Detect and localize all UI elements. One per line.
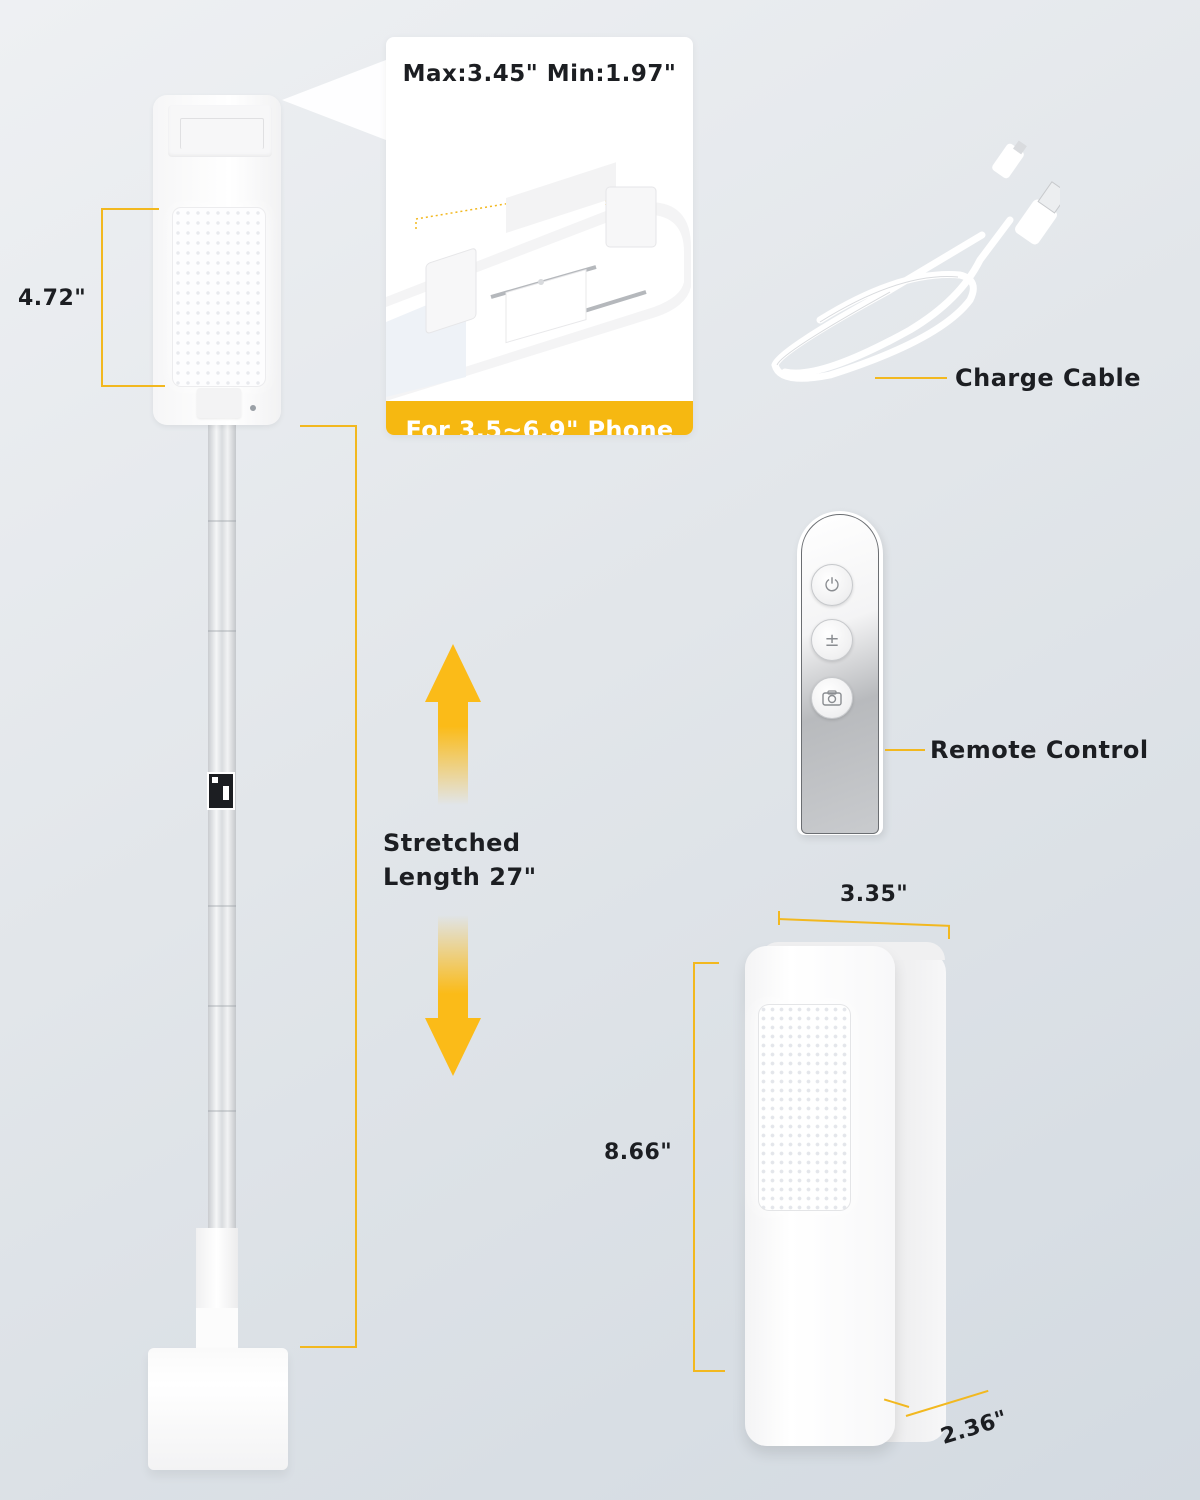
pole-sleeve (196, 1228, 238, 1308)
leader-line (885, 749, 925, 751)
dimension-line (300, 425, 357, 427)
arrow-down-icon (425, 1018, 481, 1076)
box-height-label: 8.66" (604, 1140, 673, 1165)
callout-pointer (282, 60, 386, 140)
stand-base (148, 1348, 288, 1470)
phone-size-label: For 3.5~6.9" Phone (405, 416, 674, 435)
pole-joint (208, 630, 236, 632)
arrow-up-icon (438, 700, 468, 805)
base-slot (196, 1308, 238, 1348)
stretched-line-2: Length 27" (383, 863, 537, 891)
pole-joint (208, 1110, 236, 1112)
dimension-line (693, 962, 695, 1372)
camera-icon (822, 690, 842, 706)
pole-joint (208, 520, 236, 522)
indicator-dot (250, 405, 256, 411)
panel-height-label: 4.72" (18, 286, 87, 311)
dimension-line (693, 1370, 725, 1372)
plus-minus-icon: ± (824, 629, 840, 651)
box-width-label: 3.35" (840, 882, 909, 907)
qr-label (207, 772, 235, 810)
shutter-button[interactable] (811, 677, 853, 719)
remote-control-label: Remote Control (930, 736, 1149, 764)
remote-face (801, 514, 879, 834)
dimension-line (300, 1346, 357, 1348)
head-hinge (197, 388, 241, 418)
dimension-line (693, 962, 719, 964)
arrow-down-icon (438, 915, 468, 1020)
stretched-length-label: Stretched Length 27" (383, 826, 537, 894)
led-panel (173, 208, 265, 386)
phone-clip (168, 105, 272, 157)
box-depth-label: 2.36" (938, 1406, 1011, 1450)
clip-range-label: Max:3.45" Min:1.97" (402, 61, 677, 87)
charge-cable-image (771, 140, 1060, 382)
telescopic-pole (208, 420, 236, 1232)
power-button[interactable]: ⏻ (811, 564, 853, 606)
brightness-button[interactable]: ± (811, 619, 853, 661)
phone-clip-jaw (180, 118, 264, 149)
dimension-line (101, 208, 103, 386)
phone-clip-closeup-image (386, 162, 691, 401)
folded-led-panel (759, 1005, 850, 1210)
leader-line (875, 377, 947, 379)
pole-joint (208, 905, 236, 907)
power-icon: ⏻ (824, 574, 840, 596)
arrow-up-icon (425, 644, 481, 702)
phone-size-banner: For 3.5~6.9" Phone (386, 401, 693, 435)
pole-joint (208, 1005, 236, 1007)
dimension-line (777, 918, 950, 927)
dimension-line (948, 925, 950, 939)
stretched-line-1: Stretched (383, 829, 521, 857)
dimension-line (101, 208, 159, 210)
charge-cable-label: Charge Cable (955, 364, 1142, 392)
phone-clip-callout: Max:3.45" Min:1.97" For 3.5~6.9" Phone (386, 37, 693, 435)
dimension-line (101, 385, 165, 387)
dimension-line (355, 426, 357, 1348)
dimension-line (778, 911, 780, 925)
